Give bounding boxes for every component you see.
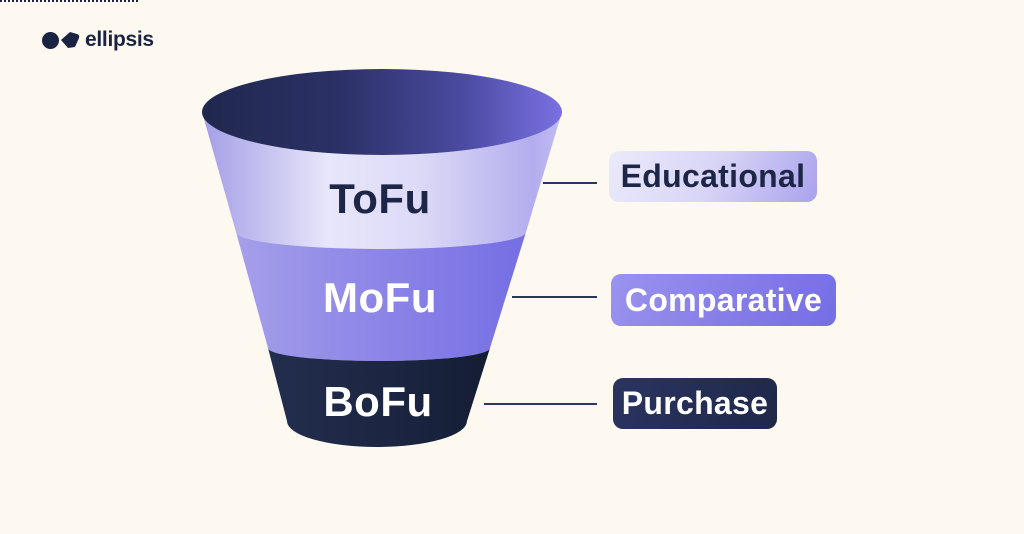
funnel-band-mofu <box>236 232 526 361</box>
logo-gem-icon <box>61 32 80 48</box>
funnel-stage-label-tofu: ToFu <box>329 175 431 222</box>
funnel-stage-label-mofu: MoFu <box>323 274 437 321</box>
funnel-band-bofu <box>268 348 490 447</box>
connector-line-comparative <box>512 296 597 298</box>
ellipsis-logo: ellipsis <box>42 28 154 52</box>
top-left-dashed-artifact <box>0 0 138 2</box>
funnel-stage-label-bofu: BoFu <box>323 378 433 425</box>
annotation-chip-comparative: Comparative <box>611 274 836 326</box>
funnel-band-tofu <box>202 112 562 249</box>
ellipsis-logo-icon <box>42 31 81 49</box>
connector-line-educational <box>543 182 597 184</box>
funnel-top-opening <box>202 69 562 155</box>
annotation-chip-educational: Educational <box>609 151 817 202</box>
logo-circle-icon <box>42 31 59 49</box>
annotation-chip-purchase: Purchase <box>613 378 777 429</box>
logo-text: ellipsis <box>85 28 154 51</box>
connector-line-purchase <box>484 403 597 405</box>
